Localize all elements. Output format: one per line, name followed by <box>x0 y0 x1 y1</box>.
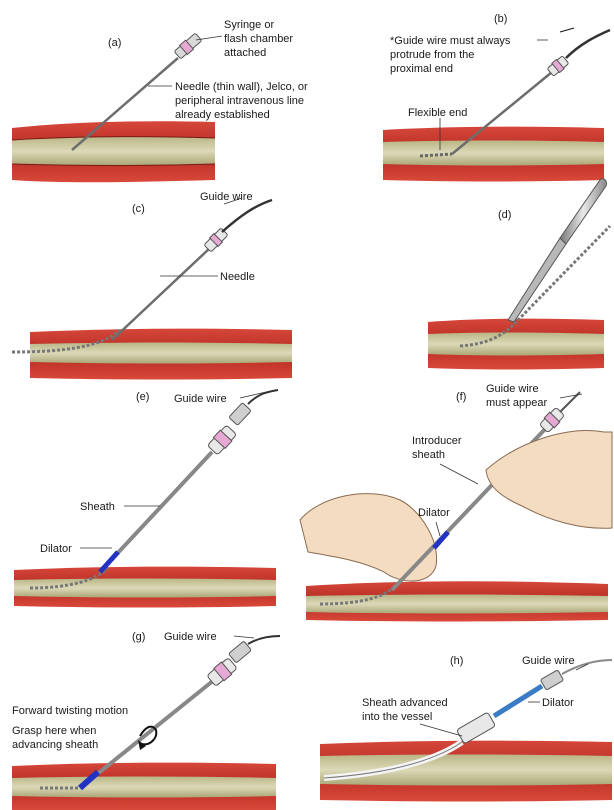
callout-guidewire: Guide wire <box>200 191 253 203</box>
panel-d: (d) <box>428 179 610 370</box>
callout-needle: Needle <box>220 271 255 283</box>
callout-guidewire: Guide wire must appear <box>486 383 547 409</box>
dilator <box>434 532 448 548</box>
syringe-hub <box>173 32 202 59</box>
panel-e-label: (e) <box>136 391 149 403</box>
guide-wire <box>248 390 278 404</box>
callout-sheath: Introducer sheath <box>412 435 465 461</box>
blood-vessel <box>306 595 608 614</box>
panel-b: (b) *Guide wire must always protrude fro… <box>383 13 610 182</box>
guide-wire <box>222 200 272 232</box>
scalpel-icon <box>508 179 607 322</box>
blood-vessel <box>12 137 215 166</box>
dilator <box>494 686 542 716</box>
panel-h: (h) Guide wire Sheath advanced into the … <box>320 655 612 802</box>
panel-c: (c) Guide wire Needle <box>12 191 292 380</box>
callout-sheath: Sheath <box>80 501 115 513</box>
callout-sheath: Sheath advanced into the vessel <box>362 697 451 723</box>
dilator-hub <box>229 403 251 426</box>
callout-dilator: Dilator <box>542 697 574 709</box>
callout-needle: Needle (thin wall), Jelco, or peripheral… <box>175 81 311 121</box>
callout-motion: Forward twisting motion <box>12 705 128 717</box>
blood-vessel <box>383 141 604 166</box>
panel-b-label: (b) <box>494 13 507 25</box>
callout-guidewire: Guide wire <box>164 631 217 643</box>
blood-vessel <box>320 755 612 786</box>
dilator-hub <box>228 641 251 663</box>
callout-guidewire: Guide wire <box>522 655 575 667</box>
tissue-layer <box>12 121 215 182</box>
callout-guidewire: Guide wire <box>174 393 227 405</box>
callout-dilator: Dilator <box>40 543 72 555</box>
panel-a: (a) Syringe or flash chamber attached Ne… <box>12 19 311 182</box>
panel-f-label: (f) <box>456 391 466 403</box>
callout-syringe: Syringe or flash chamber attached <box>224 19 296 59</box>
panel-h-label: (h) <box>450 655 463 667</box>
panel-e: (e) Guide wire Sheath Dilator <box>14 390 278 608</box>
guide-wire <box>248 636 280 644</box>
panel-f: (f) Guide wire must appear Introducer sh… <box>300 383 612 622</box>
dilator-hub <box>540 670 563 690</box>
blood-vessel <box>30 343 292 364</box>
callout-flexible-end: Flexible end <box>408 107 467 119</box>
callout-grasp: Grasp here when advancing sheath <box>12 725 99 751</box>
callout-guidewire: *Guide wire must always protrude from th… <box>390 35 514 75</box>
blood-vessel <box>428 333 604 356</box>
sheath-hub <box>207 424 238 455</box>
panel-c-label: (c) <box>132 203 145 215</box>
right-hand <box>486 431 612 529</box>
guide-wire <box>566 30 610 58</box>
panel-g: (g) Guide wire Forward twisting motion G… <box>12 631 280 810</box>
needle <box>112 248 210 340</box>
panel-a-label: (a) <box>108 37 121 49</box>
sheath-hub <box>456 712 495 744</box>
left-hand <box>300 494 437 581</box>
callout-dilator: Dilator <box>418 507 450 519</box>
blood-vessel <box>14 579 276 598</box>
panel-d-label: (d) <box>498 209 511 221</box>
panel-g-label: (g) <box>132 631 145 643</box>
